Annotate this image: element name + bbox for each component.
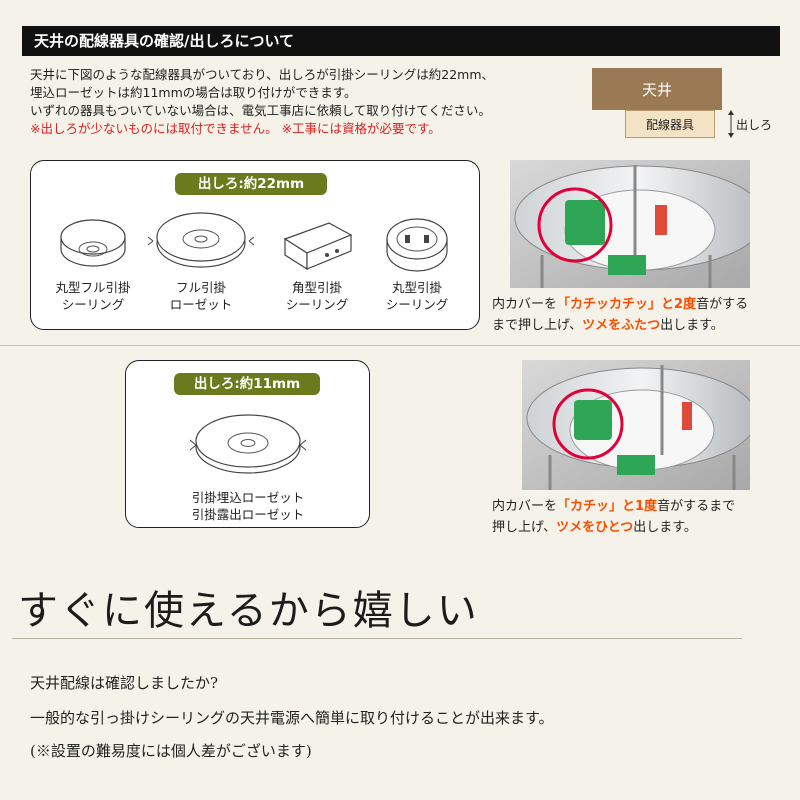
device-label: ローゼット	[169, 297, 233, 312]
section-divider	[0, 345, 800, 346]
caption-text: 音がする	[696, 297, 749, 312]
panel-22mm: 出しろ:約22mm 丸型フル引掛 シーリング フル引掛 ローゼット	[30, 160, 480, 330]
embedded-rosette-icon	[189, 414, 307, 474]
round-full-ceiling-icon	[60, 219, 126, 267]
title-underline	[12, 638, 742, 639]
device-label: シーリング	[61, 297, 125, 312]
warning-line: ※出しろが少ないものには取付できません。 ※工事には資格が必要です。	[30, 121, 441, 136]
caption-line: 内カバーを「カチッカチッ」と2度音がする	[492, 294, 782, 315]
caption-line: まで押し上げ、ツメをふたつ出します。	[492, 315, 782, 336]
round-ceiling-icon	[386, 218, 448, 272]
device-label: 引掛露出ローゼット	[191, 507, 305, 522]
full-rosette-icon	[147, 212, 255, 268]
caption-2: 内カバーを「カチッ」と1度音がするまで 押し上げ、ツメをひとつ出します。	[492, 496, 792, 538]
device-label: フル引掛	[175, 280, 226, 295]
depth-arrow-icon	[728, 110, 734, 138]
fixture-block: 配線器具	[625, 110, 715, 138]
caption-1: 内カバーを「カチッカチッ」と2度音がする まで押し上げ、ツメをふたつ出します。	[492, 294, 782, 336]
device-label: 角型引掛	[291, 280, 342, 295]
device-full-rosette: フル引掛 ローゼット	[146, 207, 256, 313]
depth-pill: 出しろ:約11mm	[174, 373, 320, 395]
device-embedded-rosette: 引掛埋込ローゼット 引掛露出ローゼット	[148, 401, 348, 523]
depth-label: 出しろ	[736, 118, 773, 132]
device-label: 引掛埋込ローゼット	[191, 490, 305, 505]
device-label: 丸型フル引掛	[55, 280, 131, 295]
caption-highlight: 「カチッ」と1度	[557, 499, 658, 514]
rosette-photo-icon	[510, 160, 750, 288]
device-label: 丸型引掛	[391, 280, 442, 295]
device-round-ceiling: 丸型引掛 シーリング	[367, 205, 467, 313]
panel-11mm: 出しろ:約11mm 引掛埋込ローゼット 引掛露出ローゼット	[125, 360, 370, 528]
intro-line: いずれの器具もついていない場合は、電気工事店に依頼して取り付けてください。	[30, 103, 491, 118]
intro-line: 天井に下図のような配線器具がついており、出しろが引掛シーリングは約22mm、	[30, 67, 495, 82]
device-label: シーリング	[385, 297, 449, 312]
section-header: 天井の配線器具の確認/出しろについて	[22, 26, 780, 56]
caption-text: まで押し上げ、	[492, 318, 583, 333]
caption-text: 内カバーを	[492, 297, 558, 312]
square-ceiling-icon	[283, 222, 353, 271]
caption-highlight: ツメをふたつ	[582, 318, 661, 333]
section-title: すぐに使えるから嬉しい	[18, 588, 479, 634]
device-square-ceiling: 角型引掛 シーリング	[267, 213, 367, 313]
body-line: 一般的な引っ掛けシーリングの天井電源へ簡単に取り付けることが出来ます。	[30, 709, 554, 727]
caption-text: 音がするまで	[657, 499, 736, 514]
caption-highlight: 「カチッカチッ」と2度	[557, 297, 697, 312]
caption-text: 出します。	[660, 318, 724, 333]
device-label: シーリング	[285, 297, 349, 312]
install-photo-1	[510, 160, 750, 288]
caption-line: 押し上げ、ツメをひとつ出します。	[492, 517, 792, 538]
caption-text: 内カバーを	[492, 499, 558, 514]
caption-line: 内カバーを「カチッ」と1度音がするまで	[492, 496, 792, 517]
caption-text: 押し上げ、	[492, 520, 557, 535]
install-photo-2	[522, 360, 750, 490]
intro-line: 埋込ローゼットは約11mmの場合は取り付けができます。	[30, 85, 357, 100]
body-line: (※設置の難易度には個人差がございます)	[30, 742, 312, 760]
ceiling-block: 天井	[592, 68, 722, 110]
caption-highlight: ツメをひとつ	[556, 520, 634, 535]
body-line: 天井配線は確認しましたか?	[30, 674, 219, 692]
depth-pill: 出しろ:約22mm	[175, 173, 327, 195]
intro-text: 天井に下図のような配線器具がついており、出しろが引掛シーリングは約22mm、 埋…	[30, 66, 610, 138]
caption-text: 出します。	[633, 520, 697, 535]
rosette-photo-icon	[522, 360, 750, 490]
device-round-full-ceiling: 丸型フル引掛 シーリング	[43, 209, 143, 313]
